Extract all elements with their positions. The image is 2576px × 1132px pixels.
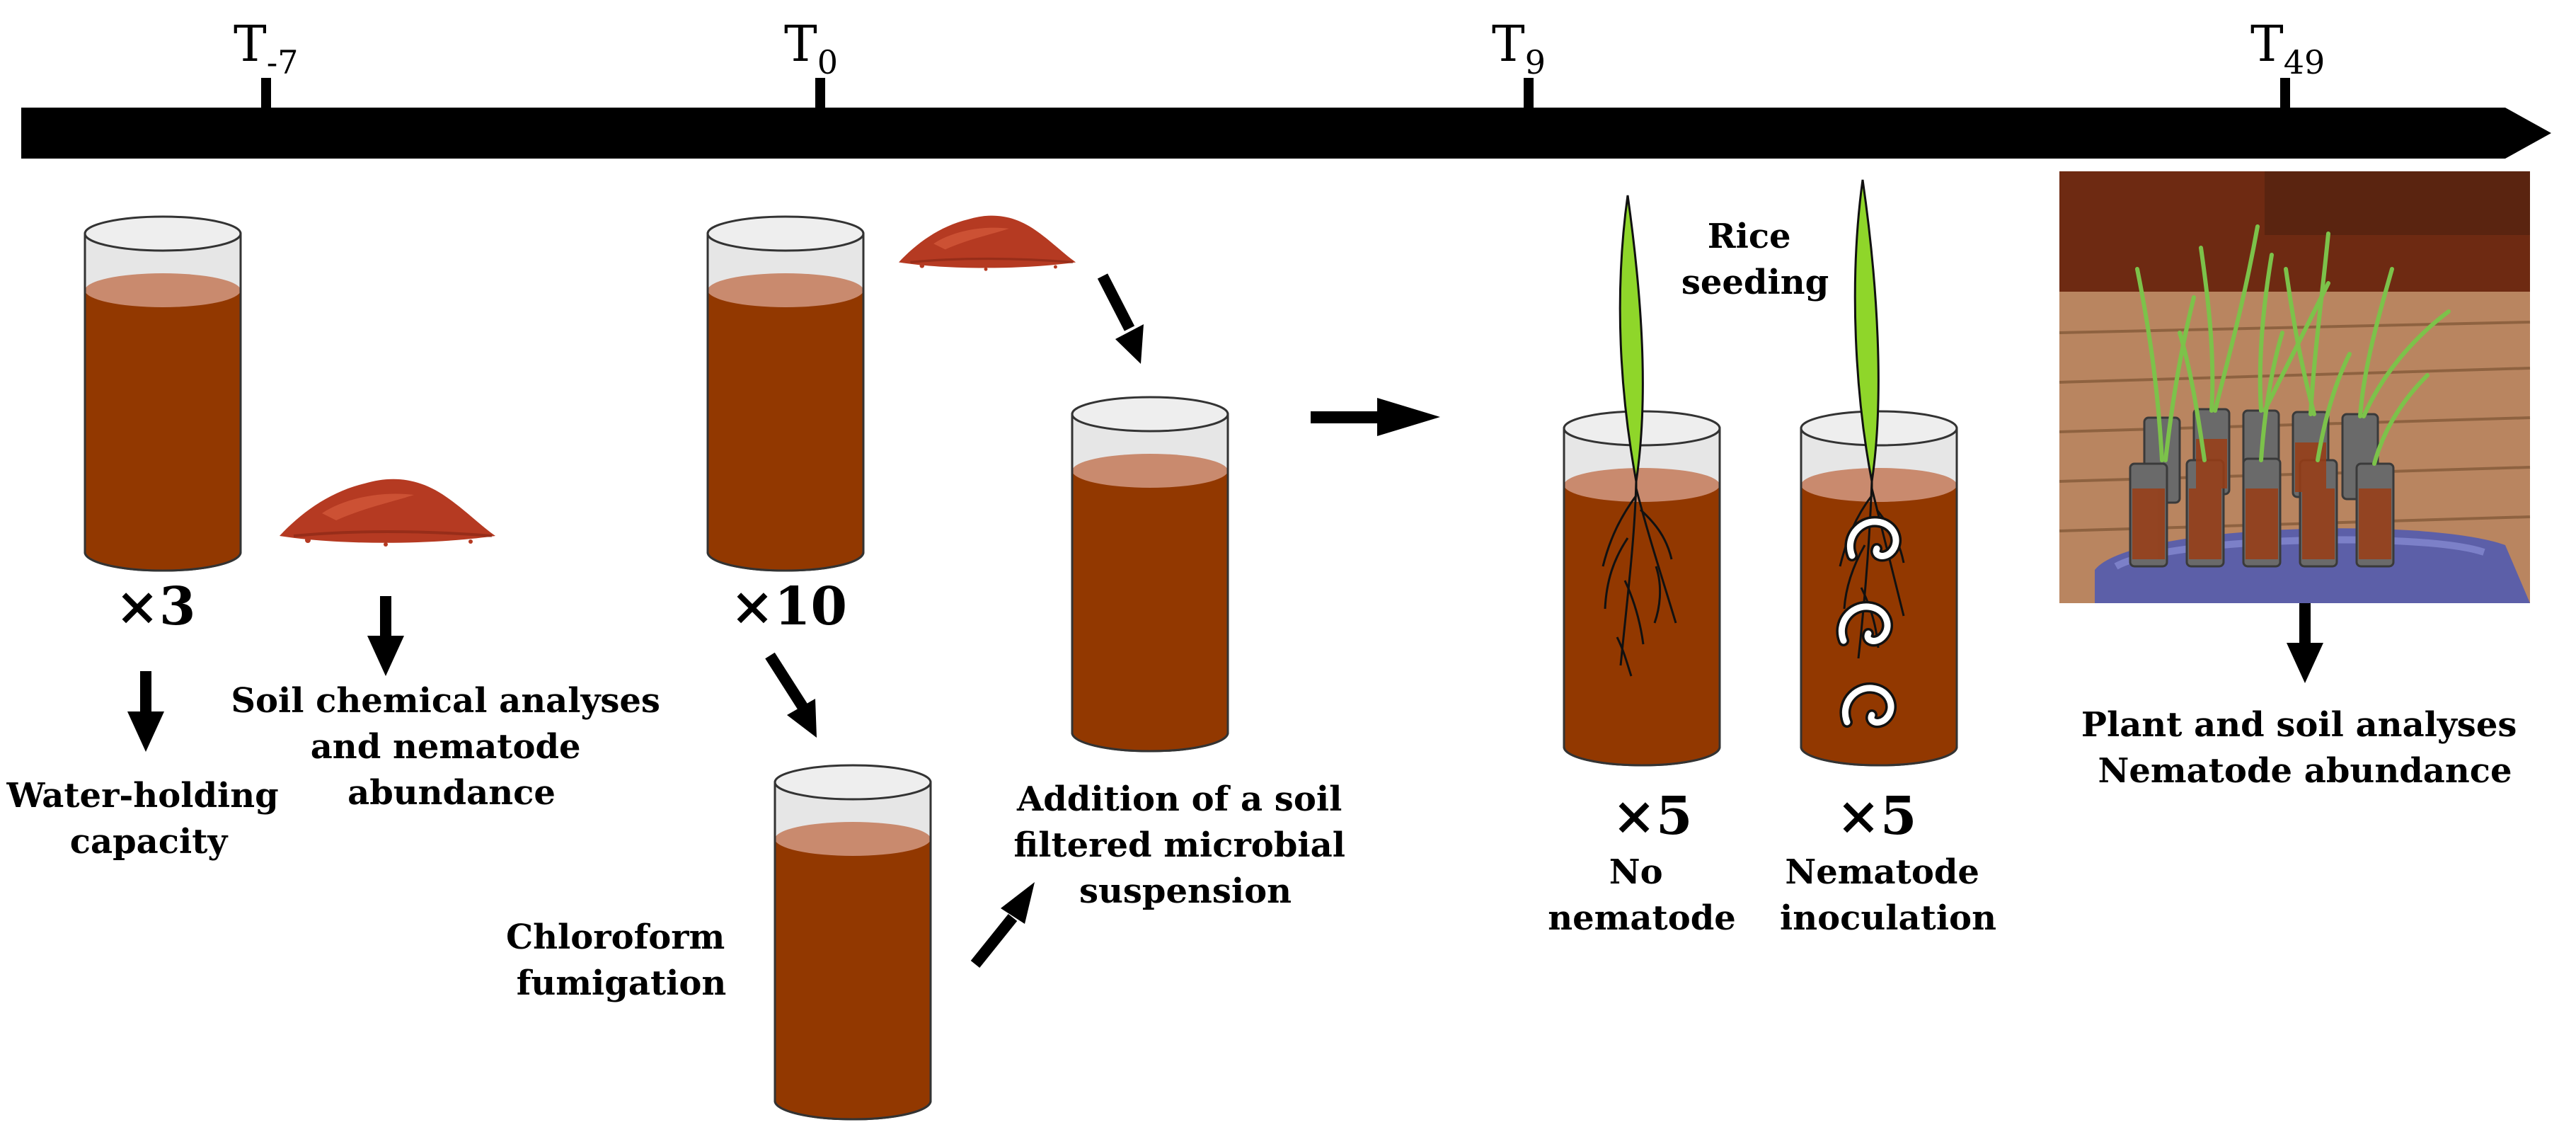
timeline: T-7 T0 T9 T49: [21, 15, 2551, 159]
label-chloroform-fumigation: Chloroform fumigation: [506, 917, 737, 1003]
label-soil-chemical: Soil chemical analyses and nematode abun…: [231, 681, 672, 813]
arrow-powder-to-beaker: [1097, 273, 1144, 364]
experiment-photo: [2059, 171, 2531, 603]
arrows: [127, 273, 2323, 968]
label-addition-suspension: Addition of a soil filtered microbial su…: [1013, 779, 1357, 911]
rice-seedling-left: [1602, 195, 1677, 677]
arrow-to-chloroform: [765, 652, 817, 738]
arrow-down-soil-chem: [367, 596, 404, 676]
rice-seedling-right: [1839, 179, 1905, 659]
tick-label-t9: T9: [1492, 15, 1546, 81]
beaker-nematode: [1800, 410, 1958, 767]
tick-label-t0: T0: [784, 15, 838, 81]
soil-powder-pile-small: [897, 214, 1077, 273]
label-nematode-inoculation: Nematode inoculation: [1780, 852, 1996, 938]
beaker-no-nematode: [1563, 410, 1721, 767]
beaker-suspension: [1071, 396, 1229, 753]
multiplier-x5-nematode: ×5: [1836, 786, 1917, 847]
multiplier-x10: ×10: [730, 576, 847, 637]
beaker-t0: [706, 215, 865, 572]
multiplier-x5-no-nematode: ×5: [1612, 786, 1693, 847]
tick-mark-t-7: [261, 78, 271, 113]
multiplier-x3: ×3: [115, 576, 196, 637]
label-water-holding: Water-holding capacity: [6, 776, 291, 862]
tick-mark-t49: [2280, 78, 2290, 113]
beaker-initial: [84, 215, 242, 572]
label-rice-seeding: Rice seeding: [1681, 217, 1829, 302]
label-no-nematode: No nematode: [1548, 852, 1736, 938]
arrow-down-water: [127, 671, 164, 752]
tick-label-t49: T49: [2250, 15, 2325, 81]
arrow-chloroform-to-suspension: [970, 882, 1035, 968]
soil-powder-pile-large: [278, 477, 497, 548]
timeline-arrow: [21, 108, 2551, 159]
tick-mark-t0: [815, 78, 825, 113]
label-plant-soil-analyses: Plant and soil analyses Nematode abundan…: [2081, 705, 2529, 791]
tick-mark-t9: [1524, 78, 1534, 113]
arrow-down-plant-soil: [2287, 603, 2323, 683]
beaker-chloroform: [774, 764, 932, 1121]
tick-label-t-7: T-7: [234, 15, 299, 81]
arrow-right-to-rice: [1311, 398, 1440, 436]
